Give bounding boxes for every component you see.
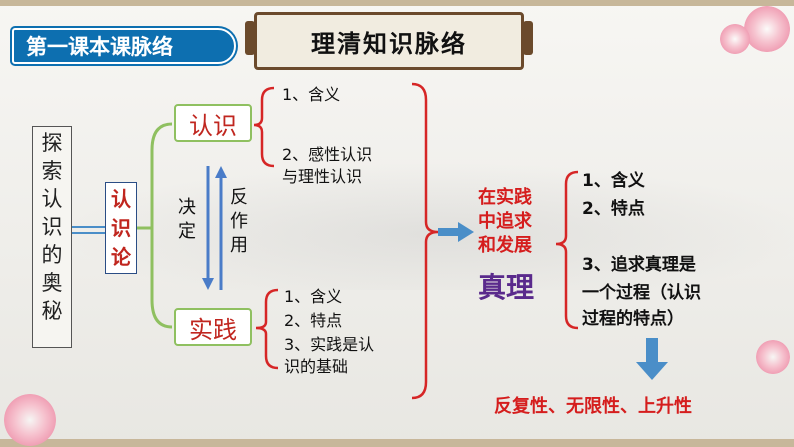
topic-char: 的 <box>41 243 63 267</box>
truth-item: 2、特点 <box>582 199 645 219</box>
bottom-frame <box>0 439 794 447</box>
practice-item: 识的基础 <box>284 357 349 376</box>
practice-item: 1、含义 <box>284 287 343 306</box>
flower-decoration-icon <box>720 24 750 54</box>
epistemology-char: 论 <box>111 245 131 269</box>
pursue-truth-text: 在实践 中追求 和发展 <box>478 186 532 258</box>
pursue-line: 中追求 <box>478 211 532 232</box>
reaction-char: 作 <box>230 211 248 232</box>
cognition-label: 认识 <box>189 111 237 140</box>
topic-box: 探 索 认 识 的 奥 秘 <box>32 126 72 348</box>
decides-char: 定 <box>178 221 196 242</box>
topic-char: 认 <box>41 187 63 211</box>
flower-decoration-icon <box>744 6 790 52</box>
flower-decoration-icon <box>4 394 56 446</box>
cognition-node: 认识 <box>174 104 252 142</box>
epistemology-char: 认 <box>111 187 131 211</box>
cognition-item: 1、含义 <box>282 85 341 104</box>
pursue-line: 在实践 <box>478 187 532 208</box>
decides-label: 决 定 <box>178 196 196 244</box>
flower-decoration-icon <box>756 340 790 374</box>
epistemology-box: 认 识 论 <box>105 182 137 274</box>
truth-item: 过程的特点） <box>582 309 684 329</box>
topic-char: 识 <box>41 215 63 239</box>
lesson-tag: 第一课本课脉络 <box>12 28 236 64</box>
practice-item: 3、实践是认 <box>284 335 375 354</box>
reaction-char: 用 <box>230 235 248 256</box>
reaction-char: 反 <box>230 187 248 208</box>
conclusion-text: 反复性、无限性、上升性 <box>494 396 692 417</box>
cognition-item: 与理性认识 <box>282 167 363 186</box>
topic-char: 探 <box>41 131 63 155</box>
topic-char: 秘 <box>41 299 63 323</box>
topic-char: 奥 <box>41 271 63 295</box>
truth-item: 3、追求真理是 <box>582 255 696 275</box>
page-title-text: 理清知识脉络 <box>311 29 467 58</box>
topic-char: 索 <box>41 159 63 183</box>
top-frame <box>0 0 794 6</box>
page-title: 理清知识脉络 <box>245 12 533 70</box>
truth-label: 真理 <box>478 271 535 304</box>
reaction-label: 反 作 用 <box>230 186 248 258</box>
truth-item: 1、含义 <box>582 171 645 191</box>
cognition-item: 2、感性认识 <box>282 145 373 164</box>
lesson-tag-label: 第一课本课脉络 <box>26 35 173 59</box>
epistemology-char: 识 <box>111 216 131 240</box>
pursue-line: 和发展 <box>478 235 532 256</box>
practice-label: 实践 <box>189 315 237 344</box>
practice-item: 2、特点 <box>284 311 343 330</box>
decides-char: 决 <box>178 197 196 218</box>
truth-item: 一个过程（认识 <box>582 283 701 303</box>
practice-node: 实践 <box>174 308 252 346</box>
